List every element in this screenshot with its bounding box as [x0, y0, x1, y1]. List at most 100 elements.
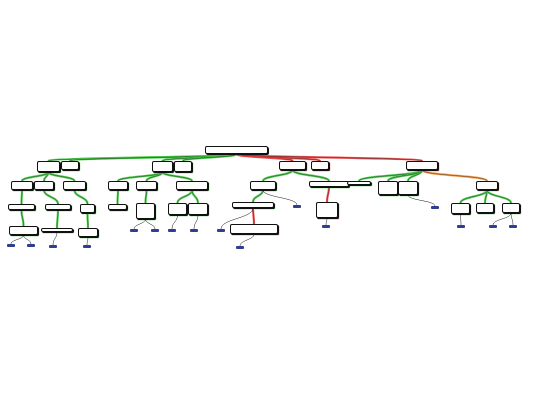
claim-text	[169, 204, 186, 206]
source-s3[interactable]	[46, 245, 60, 252]
source-link-b4a-s7	[171, 214, 178, 230]
claim-b4[interactable]	[176, 181, 208, 190]
claim-text	[503, 204, 519, 206]
relation-link-line-c1-c1a	[252, 189, 264, 203]
claim-text	[177, 182, 207, 184]
relation-link-line-c-c1	[262, 169, 293, 182]
relation-link-line-a1a-a1b	[21, 209, 24, 227]
relation-link-line-b-b4	[162, 171, 193, 182]
source-s1[interactable]	[4, 244, 18, 260]
claim-d4[interactable]	[476, 181, 498, 190]
source-s10[interactable]	[229, 246, 251, 260]
claim-c[interactable]	[279, 161, 306, 170]
claim-d3[interactable]	[398, 181, 418, 195]
source-link-b3a-s6	[145, 218, 156, 230]
claim-a3a[interactable]	[45, 204, 71, 210]
claim-d[interactable]	[406, 161, 438, 170]
claim-d4b[interactable]	[476, 203, 494, 213]
claim-a4[interactable]	[63, 181, 86, 190]
claim-a[interactable]	[37, 161, 60, 172]
relation-link-line-main-b2	[182, 153, 237, 162]
claim-b4b[interactable]	[188, 203, 208, 215]
claim-b[interactable]	[152, 161, 173, 172]
source-s9[interactable]	[208, 229, 234, 241]
source-link-icon	[322, 225, 330, 228]
source-link-d3-s13	[407, 194, 436, 207]
source-s15[interactable]	[483, 225, 503, 245]
source-s13[interactable]	[428, 206, 442, 234]
claim-text	[233, 203, 273, 205]
claim-a3b[interactable]	[41, 228, 73, 232]
source-s8[interactable]	[185, 229, 203, 243]
claim-b3[interactable]	[136, 181, 157, 190]
source-s16[interactable]	[503, 225, 523, 245]
source-s12[interactable]	[309, 225, 343, 243]
claim-text	[407, 162, 437, 164]
main-claim[interactable]	[205, 146, 268, 154]
source-link-icon	[27, 244, 35, 247]
source-link-icon	[168, 229, 176, 232]
claim-text	[10, 227, 37, 229]
source-link-d4c-s16	[510, 212, 514, 226]
source-link-icon	[489, 225, 497, 228]
relation-link-line-a3a-a3b	[56, 209, 59, 229]
claim-a3[interactable]	[34, 181, 54, 190]
source-link-icon	[217, 229, 225, 232]
claim-text	[137, 182, 156, 184]
claim-a1a[interactable]	[8, 204, 35, 210]
source-link-b3a-s5	[133, 218, 146, 230]
source-s4[interactable]	[80, 245, 94, 254]
claim-text	[81, 205, 94, 207]
source-s5[interactable]	[125, 229, 143, 247]
claim-d4c[interactable]	[502, 203, 520, 213]
relation-link-line-a4-a4a	[74, 189, 88, 205]
source-link-icon	[457, 225, 465, 228]
claim-a1b[interactable]	[9, 226, 38, 235]
claim-c1a[interactable]	[232, 202, 274, 208]
claim-text	[175, 162, 191, 164]
claim-b1[interactable]	[108, 181, 128, 190]
claim-text	[46, 205, 70, 207]
relation-link-line-b1-b1a	[117, 189, 119, 205]
source-link-icon	[431, 206, 439, 209]
source-link-icon	[7, 244, 15, 247]
claim-b1a[interactable]	[108, 204, 127, 210]
source-s6[interactable]	[145, 229, 165, 247]
claim-text	[79, 229, 97, 231]
claim-b3a[interactable]	[136, 203, 155, 219]
claim-a1[interactable]	[11, 181, 33, 190]
claim-b4a[interactable]	[168, 203, 187, 215]
claim-d1[interactable]	[347, 181, 371, 185]
relation-link-line-c3-c3a	[326, 186, 330, 203]
claim-text	[206, 147, 267, 149]
claim-d4a[interactable]	[451, 203, 470, 214]
claim-c1b[interactable]	[230, 224, 278, 234]
claim-c1[interactable]	[250, 181, 276, 190]
claim-a4a[interactable]	[80, 204, 95, 213]
source-link-c3a-s12	[325, 217, 328, 226]
claim-text	[348, 182, 370, 184]
source-link-icon	[151, 229, 159, 232]
source-s11[interactable]	[288, 205, 306, 223]
claim-text	[153, 162, 172, 164]
claim-text	[189, 204, 207, 206]
source-link-icon	[236, 246, 244, 249]
claim-c3a[interactable]	[316, 202, 338, 218]
claim-b2[interactable]	[174, 161, 192, 172]
claim-text	[477, 182, 497, 184]
claim-text	[64, 182, 85, 184]
claim-c3[interactable]	[309, 181, 349, 187]
source-link-icon	[293, 205, 301, 208]
source-link-c1b-s10	[239, 233, 255, 247]
claim-text	[12, 182, 32, 184]
relation-link-line-b4-b4b	[191, 189, 199, 204]
claim-a2[interactable]	[61, 161, 79, 170]
source-link-a1b-s2	[23, 234, 32, 245]
claim-a4b[interactable]	[78, 228, 98, 237]
source-s14[interactable]	[454, 225, 468, 232]
source-s7[interactable]	[165, 229, 179, 240]
claim-d2[interactable]	[378, 181, 398, 195]
claim-c2[interactable]	[311, 161, 329, 170]
source-s2[interactable]	[24, 244, 38, 252]
claim-text	[379, 182, 397, 184]
